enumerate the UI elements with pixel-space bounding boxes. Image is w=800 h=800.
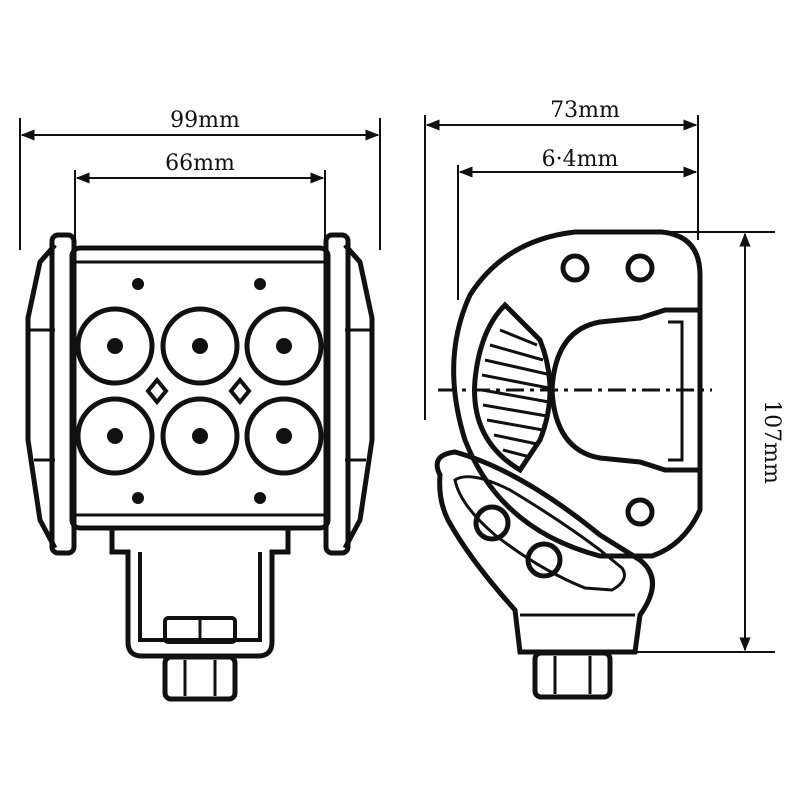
screw-top-right <box>254 278 266 290</box>
diamond-spacer-right <box>228 376 252 406</box>
led-reflector <box>244 306 324 386</box>
led-reflector <box>75 306 155 386</box>
side-mounting-bracket <box>434 449 655 655</box>
side-bolt-nut <box>532 650 613 700</box>
inner-depth-label: 6·4mm <box>542 147 619 172</box>
overall-depth-dimension: 73mm <box>424 98 699 420</box>
face-width-dimension: 66mm <box>74 151 326 250</box>
bracket-bolt-lower <box>525 541 563 579</box>
side-hole-bottom <box>625 497 655 527</box>
overall-width-dimension: 99mm <box>19 108 381 250</box>
side-view: 73mm 6·4mm 107mm <box>424 98 784 700</box>
overall-depth-label: 73mm <box>550 98 620 123</box>
front-housing <box>69 245 331 531</box>
screw-bottom-left <box>132 492 144 504</box>
led-reflector <box>244 396 324 476</box>
led-reflector <box>75 396 155 476</box>
right-side-flange <box>342 243 375 550</box>
front-bolt-nut <box>162 654 238 702</box>
diamond-spacer-left <box>145 376 169 406</box>
height-label: 107mm <box>759 400 784 484</box>
side-hole-top-left <box>560 253 590 283</box>
led-reflector <box>160 306 240 386</box>
screw-top-left <box>132 278 144 290</box>
side-hole-top-right <box>625 253 655 283</box>
heat-sink-fins <box>472 301 553 474</box>
led-reflector <box>160 396 240 476</box>
front-view: 99mm 66mm <box>19 108 381 702</box>
face-width-label: 66mm <box>165 151 235 176</box>
inner-depth-dimension: 6·4mm <box>457 147 698 300</box>
overall-width-label: 99mm <box>170 108 240 133</box>
front-mounting-bracket <box>109 530 291 659</box>
screw-bottom-right <box>254 492 266 504</box>
led-grid <box>75 306 324 476</box>
left-side-flange <box>25 243 58 550</box>
height-dimension: 107mm <box>635 231 784 653</box>
bracket-bolt-upper <box>473 504 511 542</box>
side-housing <box>451 229 703 559</box>
